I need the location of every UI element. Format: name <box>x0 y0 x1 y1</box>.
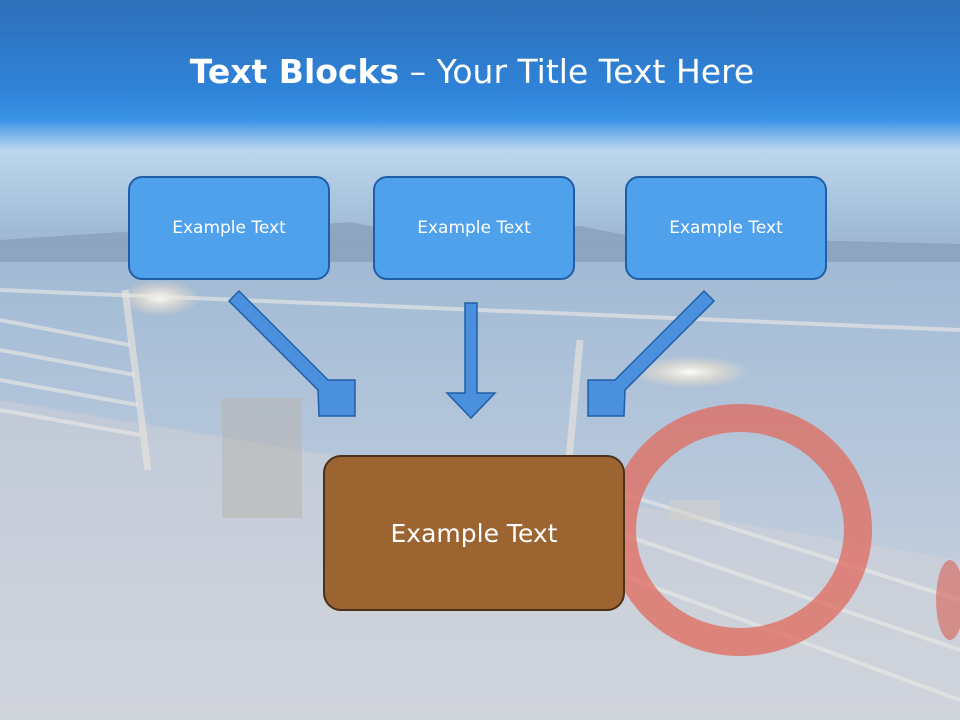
title-bold-part: Text Blocks <box>189 52 400 91</box>
title-dash: – <box>399 52 437 91</box>
text-box-top-left[interactable]: Example Text <box>128 176 330 280</box>
text-box-center[interactable]: Example Text <box>323 455 625 611</box>
arrow-down <box>445 302 497 420</box>
text-box-top-right[interactable]: Example Text <box>625 176 827 280</box>
arrow-diagonal-down-right <box>227 289 356 417</box>
slide-title: Text Blocks – Your Title Text Here <box>0 52 944 91</box>
text-box-top-center[interactable]: Example Text <box>373 176 575 280</box>
title-rest: Your Title Text Here <box>436 52 755 91</box>
arrow-diagonal-down-left <box>587 289 716 417</box>
